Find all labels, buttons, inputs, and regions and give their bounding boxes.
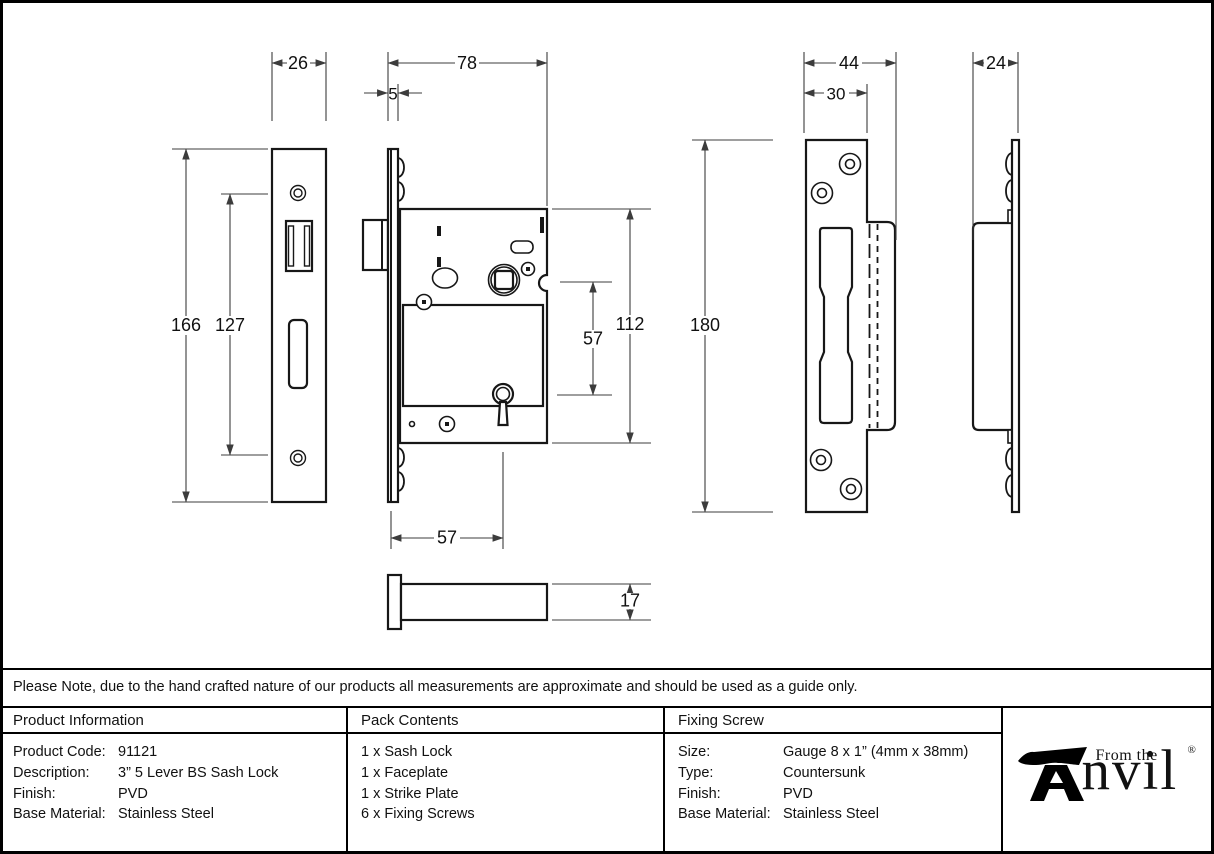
anvil-icon bbox=[1017, 747, 1087, 801]
list-item: 1 x Faceplate bbox=[361, 764, 449, 781]
row-label: Type: bbox=[678, 764, 714, 781]
list-item: 1 x Strike Plate bbox=[361, 785, 459, 802]
technical-drawing: 26 78 5 166 127 112 57 57 17 44 30 180 2… bbox=[170, 52, 1021, 631]
dim-strike-depth: 24 bbox=[986, 53, 1006, 73]
dim-faceplate-thickness: 5 bbox=[388, 85, 397, 104]
pack-contents-body: 1 x Sash Lock 1 x Faceplate 1 x Strike P… bbox=[348, 734, 663, 825]
logo-name-text: nvil bbox=[1081, 739, 1179, 802]
dim-case-thickness: 17 bbox=[620, 591, 640, 611]
logo-prefix-text: From the bbox=[1095, 747, 1158, 764]
table-row: Product Code: 91121 bbox=[13, 742, 346, 763]
pack-contents-column: Pack Contents 1 x Sash Lock 1 x Faceplat… bbox=[348, 708, 665, 854]
anvil-logo: From the nvil ® bbox=[1017, 741, 1200, 807]
row-value: 91121 bbox=[118, 744, 158, 760]
pack-contents-header: Pack Contents bbox=[348, 708, 663, 734]
fixing-screw-column: Fixing Screw Size: Gauge 8 x 1” (4mm x 3… bbox=[665, 708, 1003, 854]
dim-strike-plate-width: 30 bbox=[827, 85, 846, 104]
registered-trademark-icon: ® bbox=[1187, 744, 1196, 756]
measurement-note: Please Note, due to the hand crafted nat… bbox=[0, 668, 1214, 708]
spec-table: Product Information Product Code: 91121 … bbox=[0, 708, 1214, 854]
table-row: Description: 3” 5 Lever BS Sash Lock bbox=[13, 763, 346, 784]
dim-backset: 57 bbox=[437, 528, 457, 548]
row-label: Base Material: bbox=[13, 806, 106, 823]
row-label: Finish: bbox=[678, 785, 721, 802]
product-information-column: Product Information Product Code: 91121 … bbox=[0, 708, 348, 854]
row-label: Base Material: bbox=[678, 806, 771, 823]
product-information-header: Product Information bbox=[0, 708, 346, 734]
row-value: PVD bbox=[118, 785, 148, 802]
table-row: Base Material: Stainless Steel bbox=[678, 804, 1001, 825]
table-row: Finish: PVD bbox=[13, 784, 346, 805]
list-item: 1 x Sash Lock bbox=[361, 744, 453, 760]
list-item: 6 x Fixing Screws bbox=[361, 806, 475, 823]
table-row: Type: Countersunk bbox=[678, 763, 1001, 784]
row-value: Countersunk bbox=[783, 764, 866, 781]
strike-plate-front-view bbox=[804, 138, 897, 514]
table-row: Finish: PVD bbox=[678, 784, 1001, 805]
row-value: Stainless Steel bbox=[118, 806, 214, 823]
dimension-annotations: 26 78 5 166 127 112 57 57 17 44 30 180 2… bbox=[170, 52, 1019, 621]
row-value: Stainless Steel bbox=[783, 806, 879, 823]
strike-plate-side-view bbox=[971, 138, 1021, 514]
dim-faceplate-height: 166 bbox=[171, 315, 201, 335]
brand-logo-cell: From the nvil ® bbox=[1003, 708, 1214, 854]
dim-strike-overall-width: 44 bbox=[839, 53, 859, 73]
dim-screw-spacing: 127 bbox=[215, 315, 245, 335]
row-label: Size: bbox=[678, 744, 711, 760]
fixing-screw-body: Size: Gauge 8 x 1” (4mm x 38mm) Type: Co… bbox=[665, 734, 1001, 825]
row-value: PVD bbox=[783, 785, 813, 802]
dim-spindle-to-keyhole: 57 bbox=[583, 329, 603, 349]
dim-faceplate-width: 26 bbox=[288, 53, 308, 73]
lock-top-view bbox=[386, 573, 549, 631]
table-row: Base Material: Stainless Steel bbox=[13, 804, 346, 825]
product-information-body: Product Code: 91121 Description: 3” 5 Le… bbox=[0, 734, 346, 825]
dim-strike-height: 180 bbox=[690, 315, 720, 335]
faceplate-front-view bbox=[270, 147, 328, 504]
table-row: Size: Gauge 8 x 1” (4mm x 38mm) bbox=[678, 742, 1001, 763]
lock-body-side-view bbox=[361, 147, 549, 504]
row-label: Finish: bbox=[13, 785, 56, 802]
dim-body-width: 78 bbox=[457, 53, 477, 73]
row-value: 3” 5 Lever BS Sash Lock bbox=[118, 764, 279, 781]
row-label: Description: bbox=[13, 764, 90, 781]
fixing-screw-header: Fixing Screw bbox=[665, 708, 1001, 734]
row-value: Gauge 8 x 1” (4mm x 38mm) bbox=[783, 744, 969, 760]
row-label: Product Code: bbox=[13, 744, 106, 760]
dim-body-height: 112 bbox=[616, 314, 645, 334]
